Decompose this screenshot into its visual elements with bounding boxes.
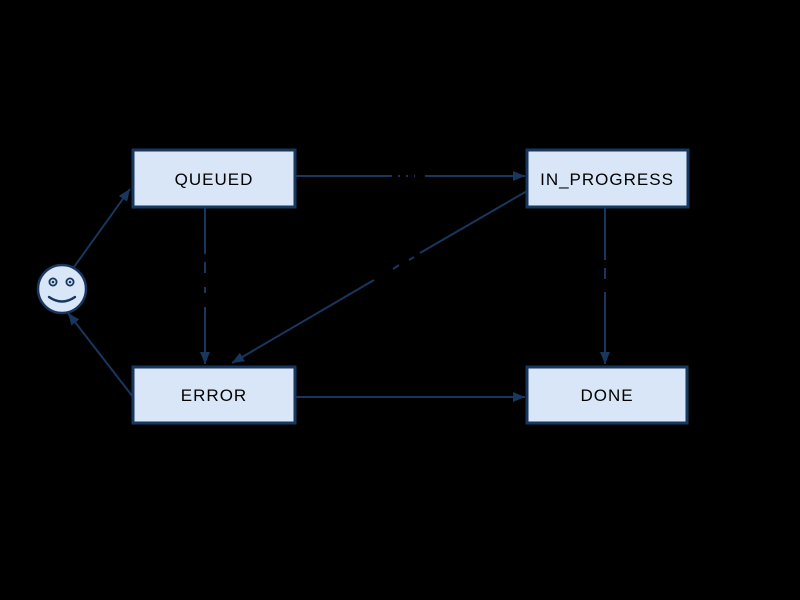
- state-label-done: DONE: [580, 386, 633, 405]
- smiley-right-pupil: [68, 280, 72, 284]
- state-label-error: ERROR: [181, 386, 247, 405]
- state-node-done: DONE: [525, 365, 689, 425]
- state-label-queued: QUEUED: [175, 170, 254, 189]
- smiley-mouth: [47, 295, 77, 303]
- smiley-left-pupil: [51, 280, 55, 284]
- edge-actor-to-queued: [73, 188, 131, 268]
- edge-in-progress-to-error: [231, 190, 528, 364]
- state-node-in-progress: IN_PROGRESS: [525, 148, 690, 209]
- state-node-error: ERROR: [131, 365, 297, 425]
- smiley-head: [36, 263, 88, 315]
- state-label-in-progress: IN_PROGRESS: [540, 170, 674, 189]
- state-node-queued: QUEUED: [131, 148, 297, 209]
- edge-error-to-actor: [67, 312, 134, 398]
- smiley-face-icon: [36, 263, 88, 315]
